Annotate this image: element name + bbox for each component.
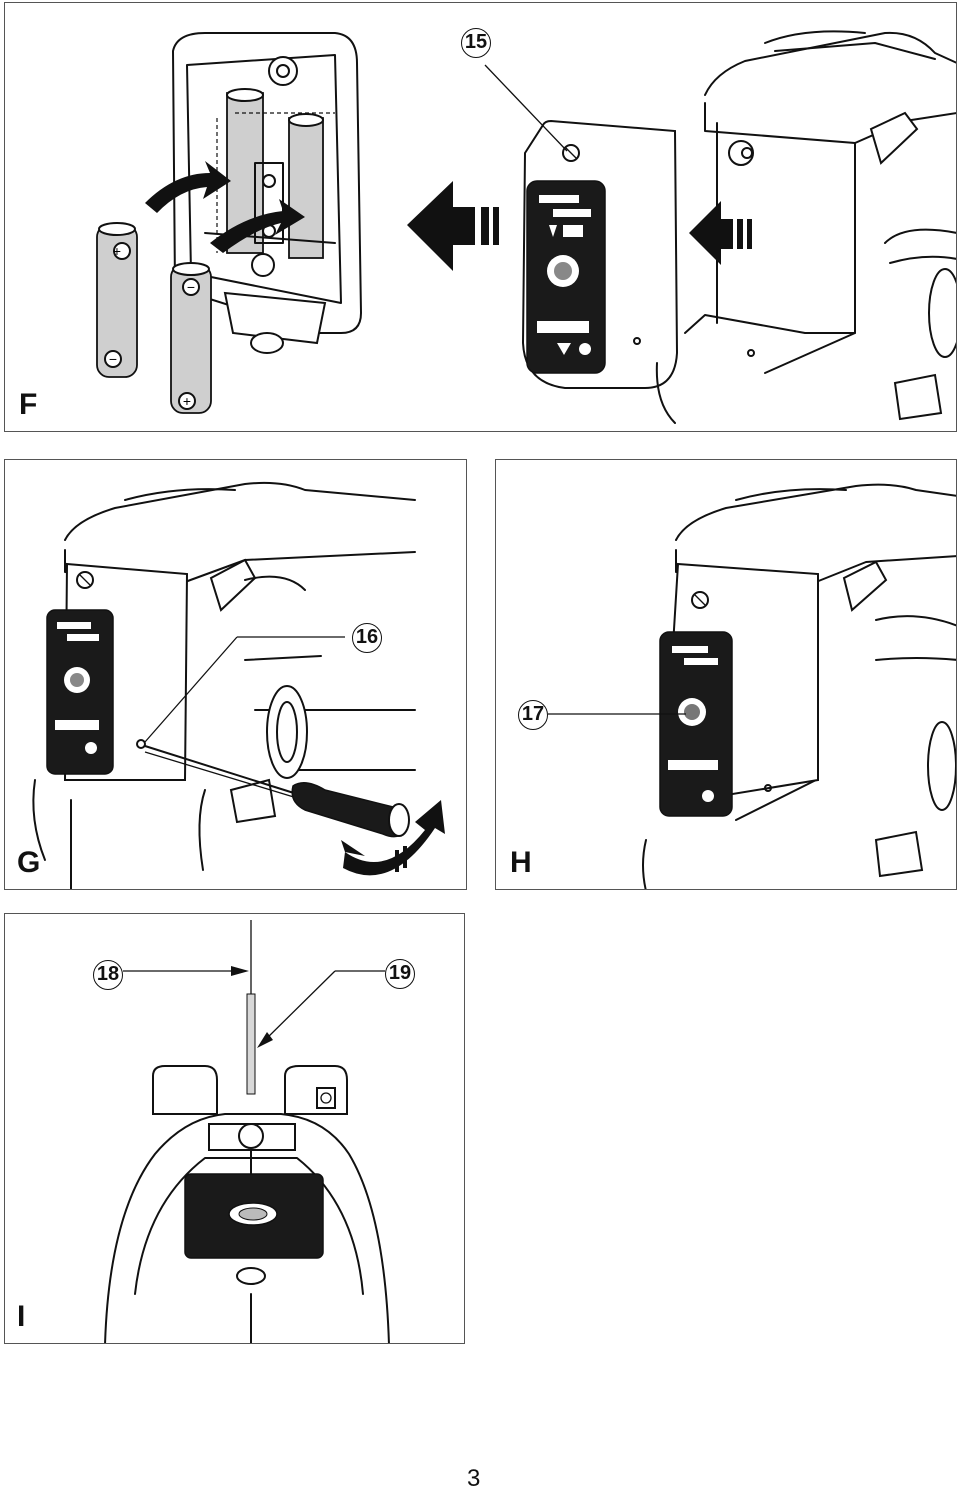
- control-panel: [659, 562, 819, 817]
- battery-compartment: [171, 32, 363, 354]
- callout-17: 17: [518, 700, 548, 730]
- lens-icon: [684, 704, 700, 720]
- laser-alignment-illustration: [104, 920, 390, 1343]
- battery-replacement-illustration: + − − +: [96, 30, 956, 424]
- rotation-arrow-icon: [341, 800, 445, 876]
- figure-panel-i: 18 19 I: [4, 913, 465, 1344]
- battery-plus-label: +: [113, 243, 121, 259]
- laser-line: [246, 920, 256, 1095]
- arrow-icon: [407, 181, 752, 271]
- tool-top-view: [104, 1065, 390, 1343]
- screwdriver-illustration: [32, 481, 445, 889]
- tool-housing: [655, 30, 956, 424]
- battery-plus-label: +: [183, 393, 191, 409]
- control-panel: [521, 119, 679, 389]
- adjustment-knob-illustration: [548, 483, 956, 889]
- battery-minus-label: −: [109, 351, 117, 367]
- screwdriver-icon: [144, 745, 410, 838]
- callout-16: 16: [352, 623, 382, 653]
- battery-icon: [96, 222, 138, 378]
- callout-19: 19: [385, 959, 415, 989]
- panel-letter-h: H: [510, 846, 532, 879]
- callout-18: 18: [93, 960, 123, 990]
- battery-minus-label: −: [187, 279, 195, 295]
- panel-letter-g: G: [17, 846, 41, 879]
- insert-arrow-icon: [145, 161, 305, 253]
- tool-housing: [32, 481, 416, 889]
- figure-panel-h: 17 H: [495, 459, 957, 890]
- control-panel: [46, 562, 189, 781]
- figure-panel-g: 16 G: [4, 459, 467, 890]
- panel-letter-i: I: [17, 1300, 26, 1333]
- panel-letter-f: F: [19, 388, 38, 421]
- figure-panel-f: + − − +: [4, 2, 957, 432]
- page-number: 3: [467, 1465, 481, 1492]
- battery-icon: [170, 262, 212, 414]
- callout-15: 15: [461, 28, 491, 58]
